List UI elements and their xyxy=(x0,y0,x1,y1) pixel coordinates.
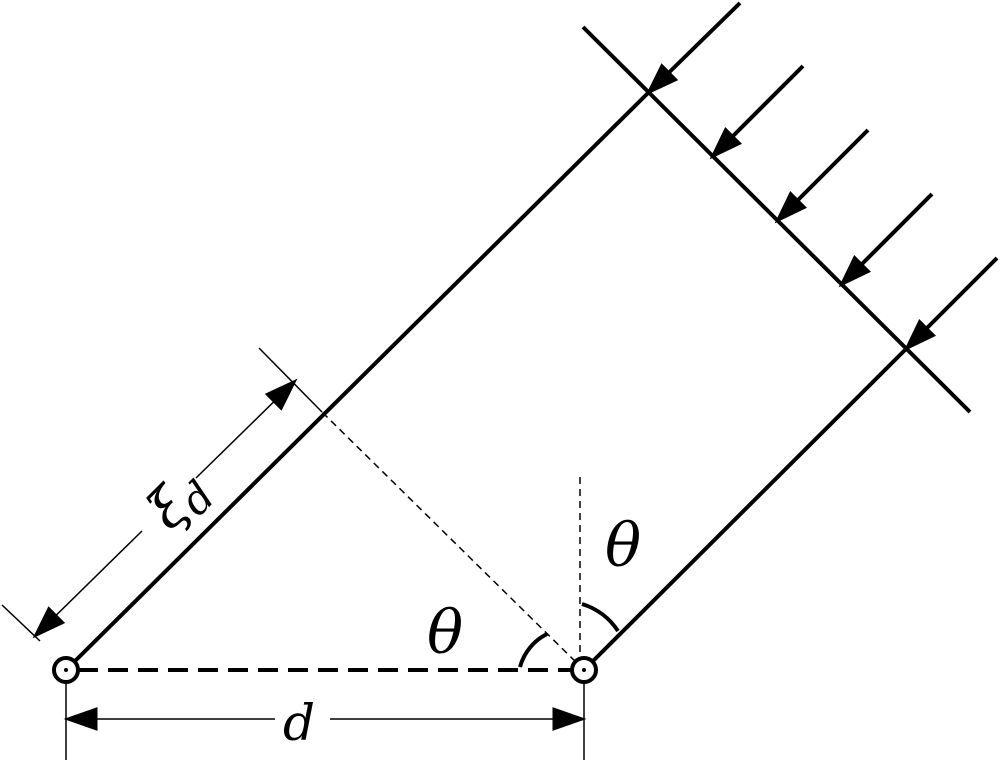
wave-arrow xyxy=(709,64,805,160)
xi-dimension-arrow-down xyxy=(32,530,143,639)
sensor-right xyxy=(570,656,598,684)
xi-dimension-arrow-up xyxy=(195,378,298,479)
wave-arrow xyxy=(838,192,934,288)
angle-arc-top xyxy=(581,602,620,633)
theta-label-bottom: θ xyxy=(427,598,463,668)
wave-arrow xyxy=(903,256,999,352)
theta-label-top: θ xyxy=(605,511,641,581)
projection-dashed xyxy=(321,411,585,671)
xi-d-label: ξ d xyxy=(135,471,225,541)
wave-arrow xyxy=(645,1,742,96)
right-ray-line xyxy=(582,347,908,672)
xi-extension-tick-bottom xyxy=(1,604,41,642)
sensor-left xyxy=(52,656,80,684)
angle-arc-bottom xyxy=(518,632,548,668)
d-label: d xyxy=(283,694,315,752)
wave-arrow xyxy=(774,128,870,224)
xi-extension-tick-top xyxy=(258,347,323,413)
left-ray-line xyxy=(64,91,650,672)
incoming-wave-arrows xyxy=(645,1,999,352)
